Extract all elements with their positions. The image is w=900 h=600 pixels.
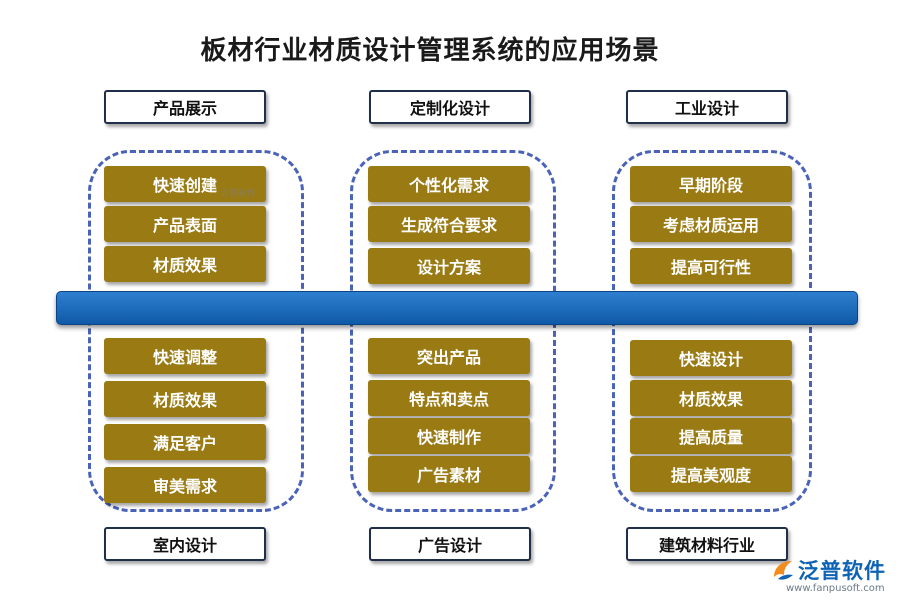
top-label-product-display: 产品展示 [104, 90, 266, 124]
item-col1-lower-3: 满足客户 [104, 424, 266, 460]
item-col2-lower-2: 特点和卖点 [368, 380, 530, 416]
item-col3-lower-3: 提高质量 [630, 418, 792, 454]
item-col1-lower-2: 材质效果 [104, 381, 266, 417]
item-col1-upper-1: 快速创建 [104, 166, 266, 202]
diagram-title: 板材行业材质设计管理系统的应用场景 [200, 36, 660, 66]
bottom-label-ad-design: 广告设计 [369, 527, 531, 561]
logo-name: 泛普软件 [798, 559, 886, 583]
top-label-industrial-design: 工业设计 [626, 90, 788, 124]
item-col3-lower-4: 提高美观度 [630, 456, 792, 492]
bottom-label-building-materials: 建筑材料行业 [626, 527, 788, 561]
horizontal-band [56, 291, 858, 325]
item-col3-lower-1: 快速设计 [630, 340, 792, 376]
item-col2-upper-3: 设计方案 [368, 248, 530, 284]
item-col2-lower-4: 广告素材 [368, 456, 530, 492]
watermark-text: 泛普软件 [220, 189, 257, 199]
item-col3-lower-2: 材质效果 [630, 380, 792, 416]
item-col2-upper-2: 生成符合要求 [368, 206, 530, 242]
item-col3-upper-2: 考虑材质运用 [630, 206, 792, 242]
item-col1-lower-1: 快速调整 [104, 338, 266, 374]
item-col3-upper-1: 早期阶段 [630, 166, 792, 202]
brand-logo: 泛普软件 www.fanpusoft.com [770, 555, 890, 597]
item-col2-lower-3: 快速制作 [368, 418, 530, 454]
bottom-label-interior-design: 室内设计 [104, 527, 266, 561]
item-col2-upper-1: 个性化需求 [368, 166, 530, 202]
dashed-group-left [88, 150, 304, 512]
item-col1-lower-4: 审美需求 [104, 467, 266, 503]
dashed-group-right [612, 150, 812, 512]
fanpu-logo-icon [774, 561, 793, 580]
logo-url: www.fanpusoft.com [786, 583, 885, 594]
item-col2-lower-1: 突出产品 [368, 338, 530, 374]
item-col1-upper-2: 产品表面 [104, 206, 266, 242]
dashed-group-center [350, 150, 556, 512]
item-col3-upper-3: 提高可行性 [630, 248, 792, 284]
top-label-custom-design: 定制化设计 [369, 90, 531, 124]
item-col1-upper-3: 材质效果 [104, 246, 266, 282]
